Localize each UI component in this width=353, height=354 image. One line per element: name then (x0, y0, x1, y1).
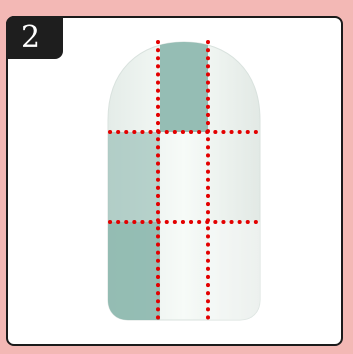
teal-vertical-stripe-left (108, 132, 160, 222)
step-number: 2 (21, 20, 40, 55)
teal-block-bottom-left (108, 222, 160, 322)
step-number-badge: 2 (6, 16, 63, 59)
teal-vertical-stripe-top (160, 30, 208, 132)
teal-bottom-right-tint (208, 222, 260, 322)
